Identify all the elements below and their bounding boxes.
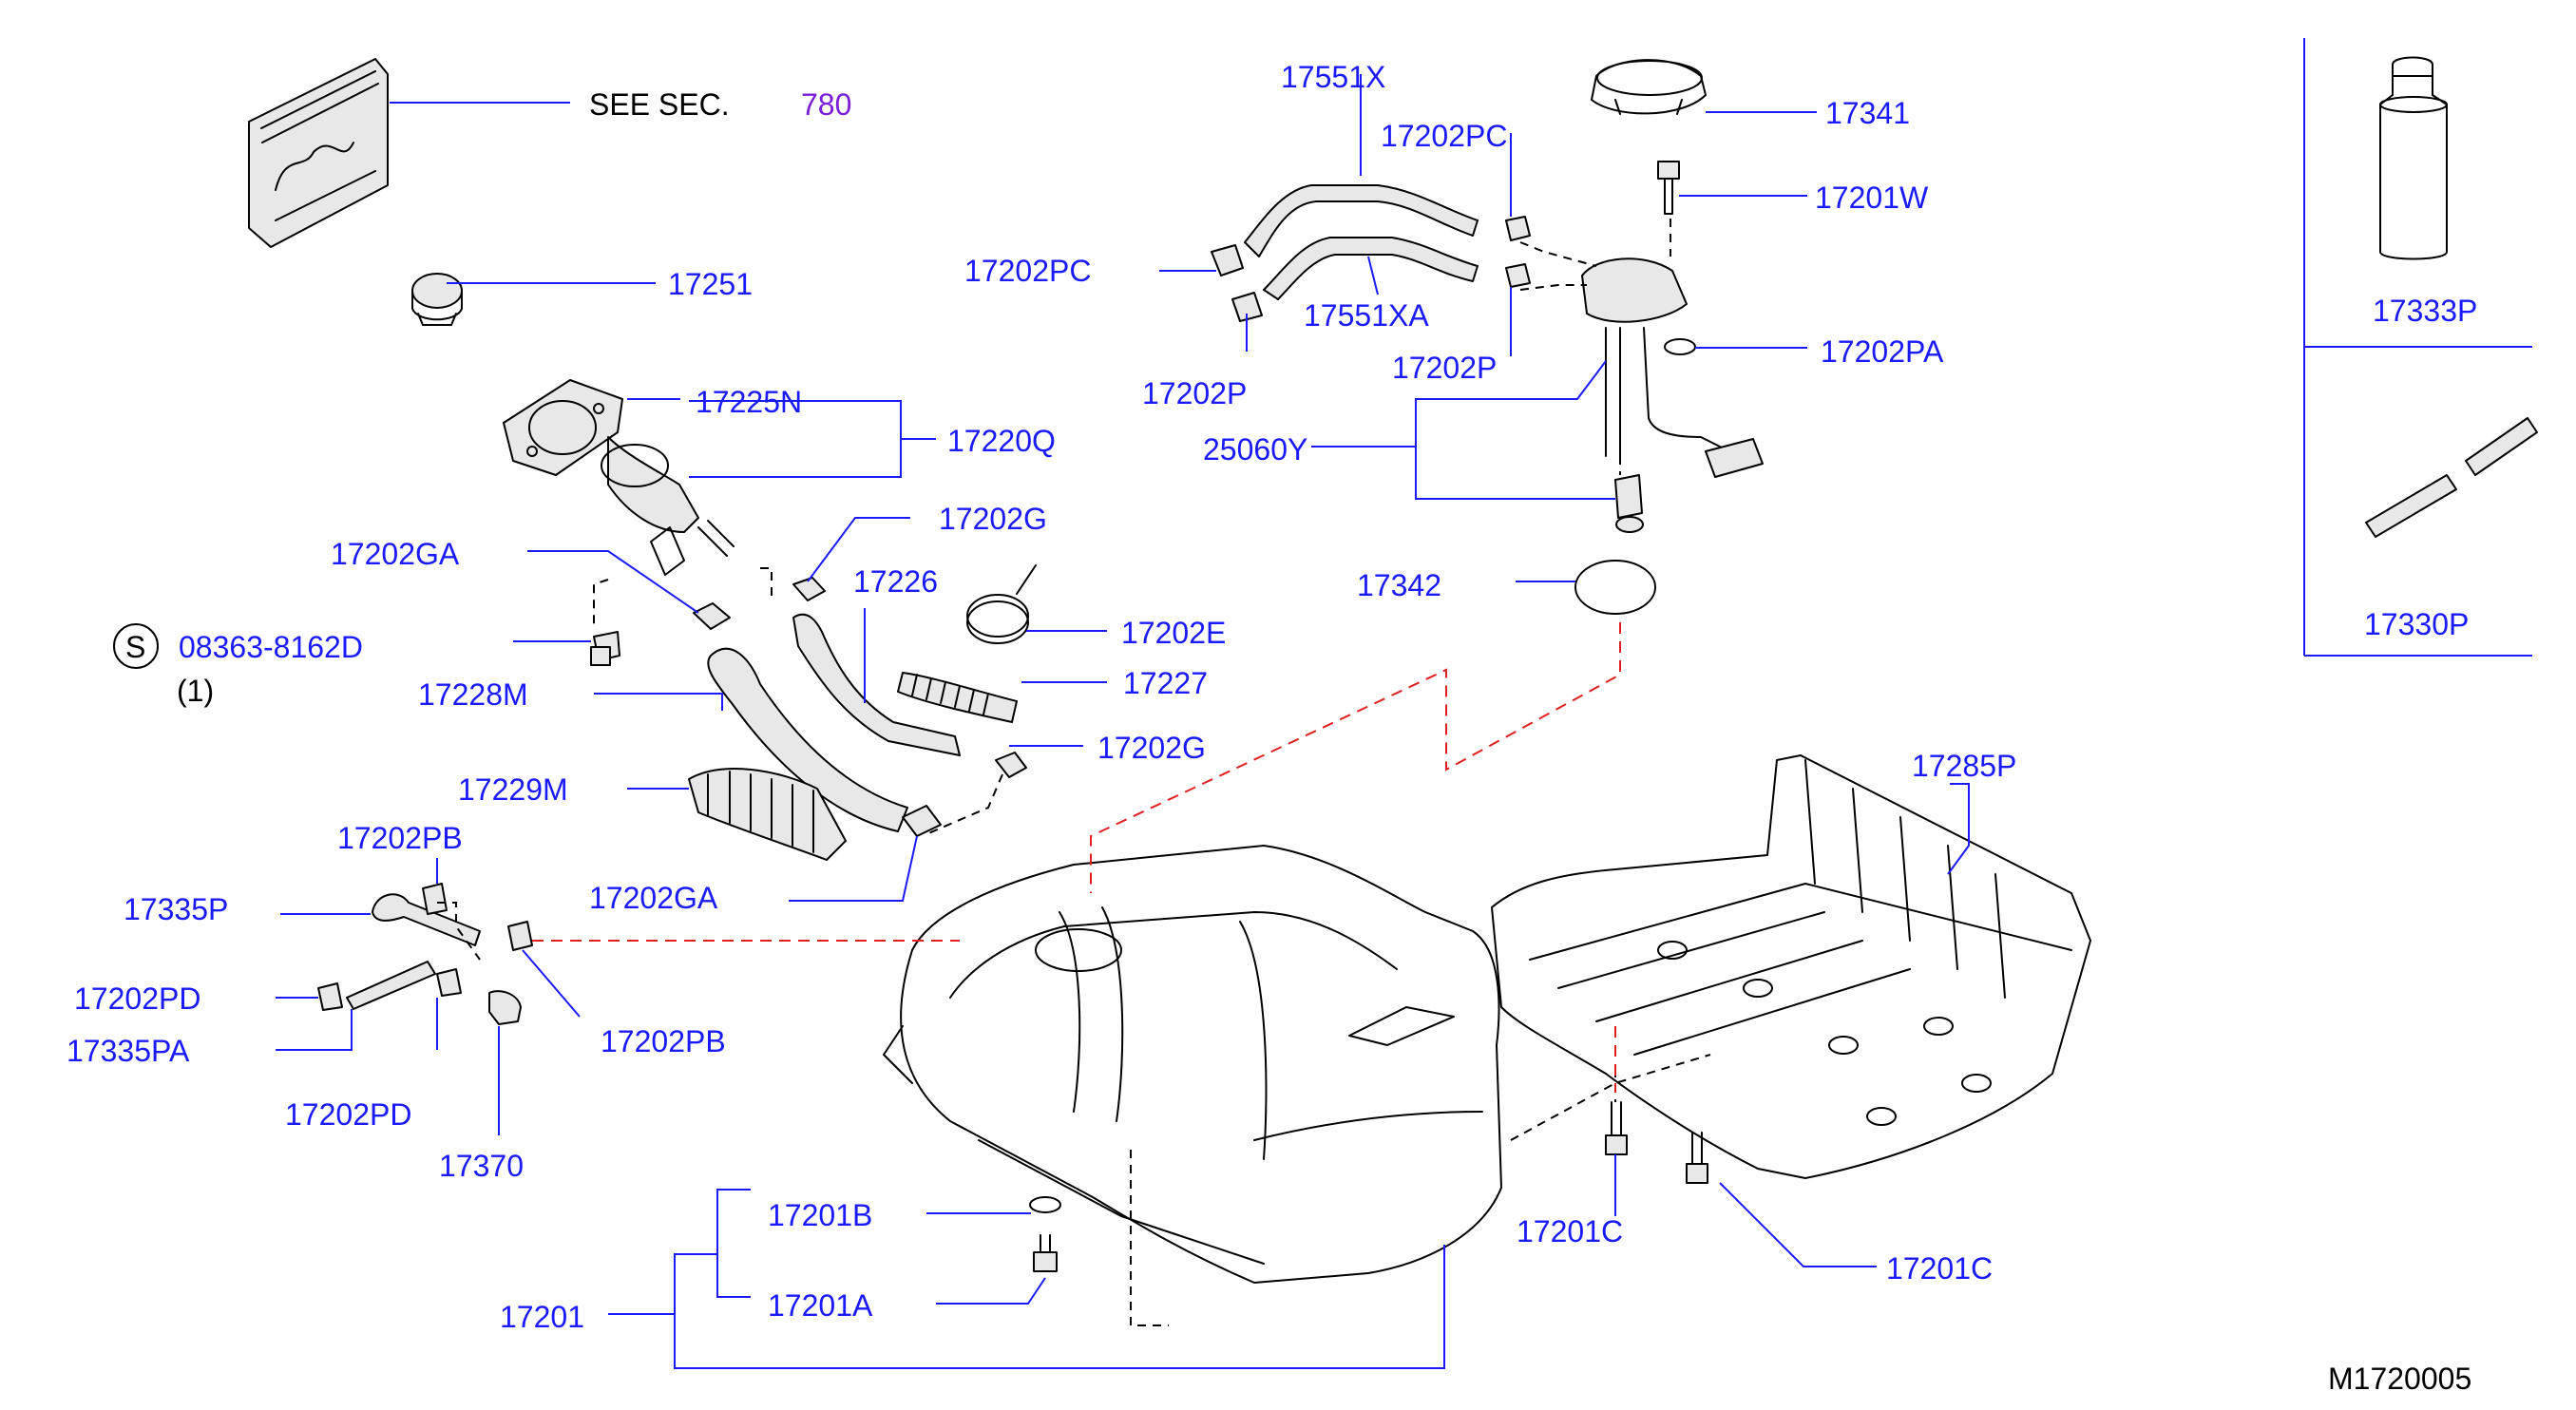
screw-symbol: S [125, 630, 145, 664]
inspection-plate-drawing [1574, 560, 1656, 615]
bolt-drawings [590, 646, 1708, 1272]
corrugated-boot-drawing [688, 768, 847, 861]
part-17335P[interactable]: 17335P [124, 892, 228, 926]
part-17370[interactable]: 17370 [439, 1149, 524, 1183]
filler-hose-drawing [707, 647, 908, 832]
filler-neck-drawing [601, 436, 735, 576]
part-17201W[interactable]: 17201W [1815, 181, 1929, 215]
fuel-sender-drawing [1581, 257, 1764, 533]
sender-screw-drawing [1657, 161, 1680, 215]
part-17551XA[interactable]: 17551XA [1304, 298, 1429, 333]
screw-quantity: (1) [177, 674, 214, 708]
part-17201A[interactable]: 17201A [768, 1288, 873, 1323]
part-17202PD-left[interactable]: 17202PD [74, 981, 200, 1016]
part-17202GA-top[interactable]: 17202GA [331, 537, 460, 571]
part-17202GA-bottom[interactable]: 17202GA [589, 881, 718, 915]
lock-ring-drawing [1591, 59, 1707, 115]
part-17201C-right[interactable]: 17201C [1886, 1251, 1993, 1286]
part-17285P[interactable]: 17285P [1912, 749, 2016, 783]
see-section-number[interactable]: 780 [801, 87, 851, 122]
part-17330P[interactable]: 17330P [2364, 607, 2469, 641]
fuel-cap-drawing [411, 273, 463, 326]
part-17220Q[interactable]: 17220Q [947, 424, 1056, 458]
part-17202P-right[interactable]: 17202P [1392, 351, 1497, 385]
part-17225N[interactable]: 17225N [696, 385, 802, 419]
part-17202P-left[interactable]: 17202P [1142, 376, 1247, 410]
tank-protector-drawing [1491, 754, 2091, 1179]
hose-clamp-drawing [966, 564, 1037, 644]
part-17333P[interactable]: 17333P [2373, 294, 2477, 328]
part-17228M[interactable]: 17228M [418, 677, 528, 712]
part-17202G-top[interactable]: 17202G [939, 502, 1047, 536]
part-17202PA[interactable]: 17202PA [1821, 334, 1944, 369]
part-17202G-bottom[interactable]: 17202G [1097, 731, 1206, 765]
part-17202PB-right[interactable]: 17202PB [601, 1024, 726, 1058]
part-17202PC-right[interactable]: 17202PC [1381, 119, 1507, 153]
part-17342[interactable]: 17342 [1357, 568, 1441, 602]
leader-lines [276, 38, 2532, 1369]
part-17551X[interactable]: 17551X [1281, 60, 1385, 94]
alignment-lines [532, 622, 1621, 1093]
see-section-label: SEE SEC. [589, 87, 730, 122]
part-17201C-left[interactable]: 17201C [1517, 1214, 1623, 1248]
screw-symbol-circle [113, 623, 159, 669]
part-17341[interactable]: 17341 [1825, 96, 1910, 130]
fuel-tank-drawing [883, 845, 1502, 1284]
part-17335PA[interactable]: 17335PA [67, 1034, 190, 1068]
breather-hose-drawing [792, 613, 961, 756]
part-17202E[interactable]: 17202E [1121, 616, 1226, 650]
part-17202PC-left[interactable]: 17202PC [964, 254, 1091, 288]
gasket-drawing [1664, 338, 1696, 355]
diagram-code: M1720005 [2328, 1362, 2471, 1396]
part-17251[interactable]: 17251 [668, 267, 753, 301]
part-17226[interactable]: 17226 [853, 564, 938, 599]
part-17201B[interactable]: 17201B [768, 1198, 872, 1232]
vent-tube-drawings [1211, 184, 1531, 322]
part-25060Y[interactable]: 25060Y [1203, 432, 1307, 467]
part-08363-8162D[interactable]: 08363-8162D [179, 630, 363, 664]
service-parts-drawings [2365, 56, 2538, 538]
clip-drawings [593, 577, 1027, 837]
corrugated-breather-drawing [897, 672, 1018, 723]
part-17227[interactable]: 17227 [1123, 666, 1208, 700]
part-17229M[interactable]: 17229M [458, 772, 568, 807]
filler-flange-drawing [503, 379, 623, 476]
heat-shield-drawing [248, 58, 389, 248]
part-17202PB-top[interactable]: 17202PB [337, 821, 463, 855]
dashed-connections [437, 219, 1711, 1326]
evap-hose-drawings [317, 883, 533, 1025]
part-17202PD-bottom[interactable]: 17202PD [285, 1097, 411, 1132]
part-17201[interactable]: 17201 [500, 1300, 584, 1334]
